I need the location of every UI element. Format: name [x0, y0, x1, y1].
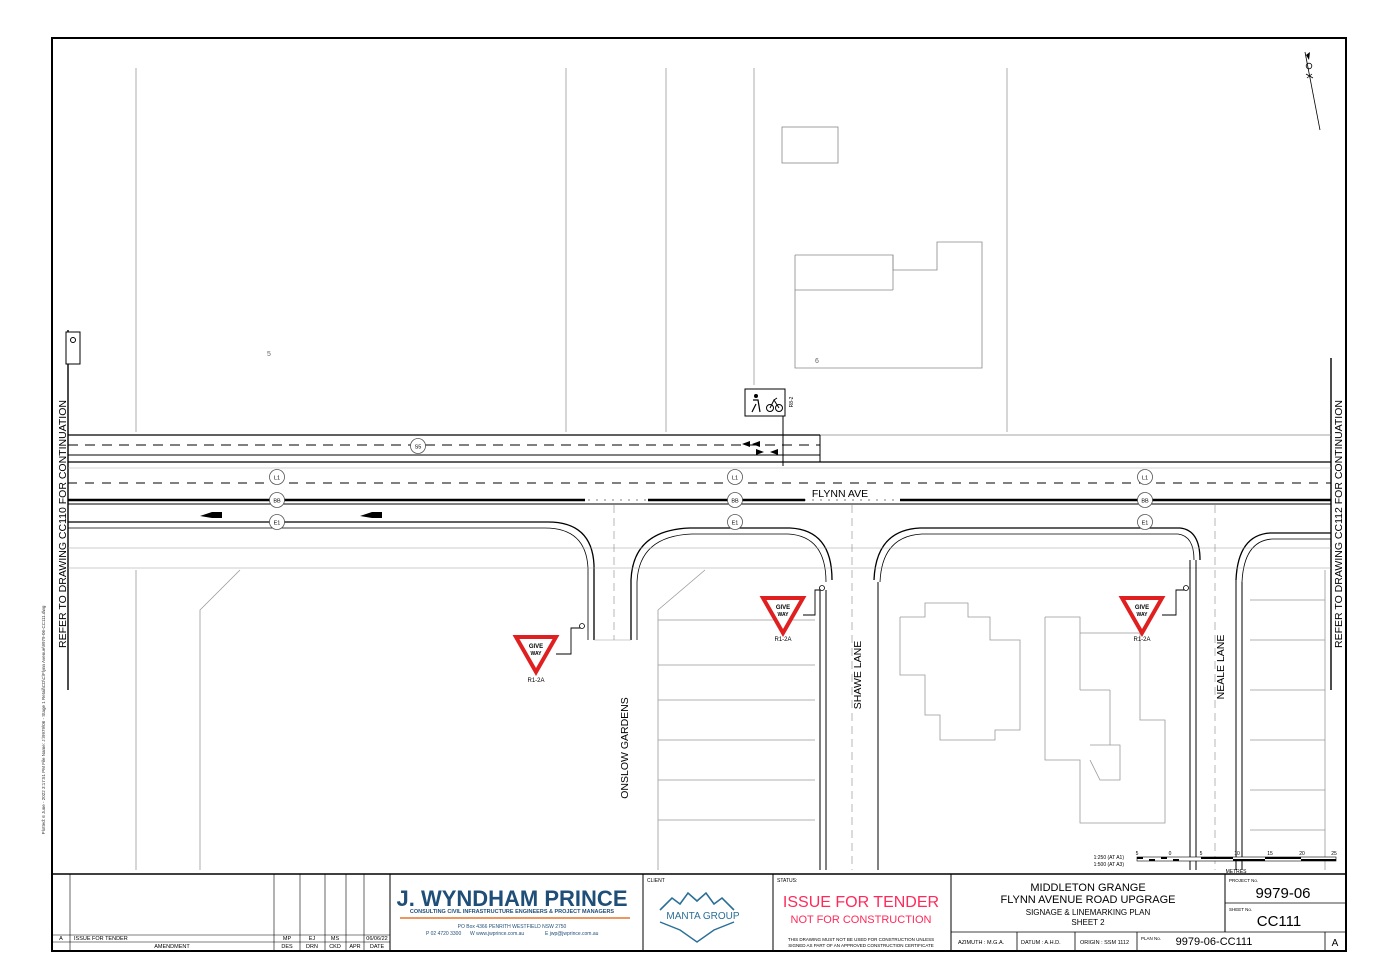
street-name-flynn-ave: FLYNN AVE [812, 488, 868, 500]
sheet-border [51, 37, 1347, 952]
marker-l1: L1 [732, 476, 738, 482]
north-arrow-icon [1304, 51, 1321, 131]
scale-unit: METRES [1226, 869, 1248, 875]
marker-e1: E1 [1142, 521, 1149, 527]
title-block: A ISSUE FOR TENDER MP EJ MS 06/06/22 AME… [52, 873, 1346, 951]
svg-text:GIVE: GIVE [776, 605, 790, 611]
marker-bb: BB [1141, 499, 1149, 505]
scale-bar: 1:250 (AT A1) 1:500 (AT A3) 5 0 5 10 15 … [1094, 851, 1337, 875]
company-name: J. WYNDHAM PRINCE [396, 886, 627, 911]
lane-arrows [200, 441, 778, 518]
header-apr: APR [349, 944, 360, 950]
buildings-north [781, 126, 983, 369]
svg-text:0: 0 [1169, 851, 1172, 857]
marker-l1: L1 [1142, 476, 1148, 482]
company-address: PO Box 4366 PENRITH WESTFIELD NSW 2750 [458, 924, 567, 930]
svg-text:GIVE: GIVE [529, 644, 543, 650]
company-web: W www.jwprince.com.au [470, 931, 524, 937]
status-not-for-construction: NOT FOR CONSTRUCTION [791, 914, 932, 926]
give-way-sign-neale: GIVE WAY R1-2A [1118, 585, 1189, 643]
company-email: E jwp@jwprince.com.au [545, 931, 599, 937]
svg-text:WAY: WAY [778, 612, 790, 618]
project-no-label: PROJECT No. [1229, 878, 1258, 883]
give-way-sign-code: R1-2A [1133, 637, 1150, 643]
plan-no-label: PLAN No. [1141, 936, 1161, 941]
amendment-header: AMENDMENT [154, 944, 190, 950]
marker-bb: BB [273, 499, 281, 505]
plan-area: 5 6 S5 L1 L1 L1 BB BB BB E1 E1 E1 [41, 51, 1345, 875]
street-name-neale-lane: NEALE LANE [1215, 635, 1227, 700]
azimuth: AZIMUTH : M.G.A. [958, 940, 1005, 946]
company-phone: P 02 4720 3300 [426, 931, 461, 937]
amendment-rev: A [59, 936, 63, 942]
marker-bb: BB [731, 499, 739, 505]
header-drn: DRN [306, 944, 318, 950]
manta-logo-icon [659, 891, 735, 943]
sign-post-left [65, 331, 81, 365]
marker-e1: E1 [274, 521, 281, 527]
status-disclaimer-2: SIGNED AS PART OF AN APPROVED CONSTRUCTI… [788, 943, 934, 948]
svg-text:WAY: WAY [1137, 612, 1149, 618]
revision: A [1332, 938, 1339, 949]
svg-text:20: 20 [1299, 851, 1305, 857]
project-title-3: SIGNAGE & LINEMARKING PLAN [1026, 908, 1151, 917]
amendment-drn: EJ [309, 936, 316, 942]
give-way-sign-code: R1-2A [527, 678, 544, 684]
continuation-note-left: REFER TO DRAWING CC110 FOR CONTINUATION [57, 400, 69, 648]
svg-text:5: 5 [1136, 851, 1139, 857]
status-issue: ISSUE FOR TENDER [783, 894, 939, 911]
svg-text:WAY: WAY [531, 651, 543, 657]
svg-text:5: 5 [1200, 851, 1203, 857]
lot-number-6: 6 [815, 358, 819, 365]
shared-path-sign-code: R8-2 [789, 396, 795, 407]
continuation-note-right: REFER TO DRAWING CC112 FOR CONTINUATION [1333, 400, 1345, 648]
amendment-des: MP [283, 936, 292, 942]
scale-ratio-a3: 1:500 (AT A3) [1094, 862, 1125, 868]
side-streets [594, 560, 1243, 870]
marker-s5: S5 [415, 445, 422, 451]
project-title-2: FLYNN AVENUE ROAD UPGRAGE [1000, 894, 1175, 906]
amendment-table [52, 874, 391, 951]
sheet-no-label: SHEET No. [1229, 907, 1252, 912]
project-no: 9979-06 [1255, 885, 1310, 902]
client-name: MANTA GROUP [666, 911, 739, 922]
plan-no: 9979-06-CC111 [1176, 936, 1253, 948]
line-markers: S5 L1 L1 L1 BB BB BB E1 E1 E1 [269, 438, 1153, 530]
header-date: DATE [370, 944, 385, 950]
svg-text:15: 15 [1267, 851, 1273, 857]
amendment-ckd: MS [331, 936, 340, 942]
marker-e1: E1 [732, 521, 739, 527]
svg-text:GIVE: GIVE [1135, 605, 1149, 611]
sheet-no: CC111 [1257, 913, 1301, 930]
marker-l1: L1 [274, 476, 280, 482]
give-way-sign-onslow: GIVE WAY R1-2A [512, 623, 585, 684]
header-ckd: CKD [329, 944, 341, 950]
shared-path-sign: R8-2 [744, 388, 795, 466]
street-name-shawe-lane: SHAWE LANE [852, 641, 864, 709]
svg-text:25: 25 [1331, 851, 1337, 857]
property-boundaries-north [135, 68, 1008, 432]
flynn-ave-road [68, 434, 1331, 870]
client-label: CLIENT [647, 878, 665, 884]
status-disclaimer-1: THIS DRAWING MUST NOT BE USED FOR CONSTR… [788, 937, 934, 942]
company-tagline: CONSULTING CIVIL INFRASTRUCTURE ENGINEER… [410, 909, 615, 915]
origin: ORIGIN : SSM 1112 [1080, 940, 1129, 946]
status-label: STATUS: [777, 878, 797, 884]
project-title-4: SHEET 2 [1071, 918, 1105, 927]
give-way-sign-shawe: GIVE WAY R1-2A [759, 585, 825, 643]
amendment-date: 06/06/22 [366, 936, 387, 942]
header-des: DES [281, 944, 293, 950]
give-way-sign-code: R1-2A [774, 637, 791, 643]
plot-info: Plotted: 6 June - 2022 3:17:51 PM File N… [41, 605, 46, 834]
scale-ratio-a1: 1:250 (AT A1) [1094, 855, 1125, 861]
lot-number-5: 5 [267, 351, 271, 358]
svg-text:10: 10 [1234, 851, 1240, 857]
project-title-1: MIDDLETON GRANGE [1030, 882, 1145, 894]
street-name-onslow-gardens: ONSLOW GARDENS [619, 697, 631, 799]
datum: DATUM : A.H.D. [1021, 940, 1061, 946]
amendment-description: ISSUE FOR TENDER [74, 936, 128, 942]
